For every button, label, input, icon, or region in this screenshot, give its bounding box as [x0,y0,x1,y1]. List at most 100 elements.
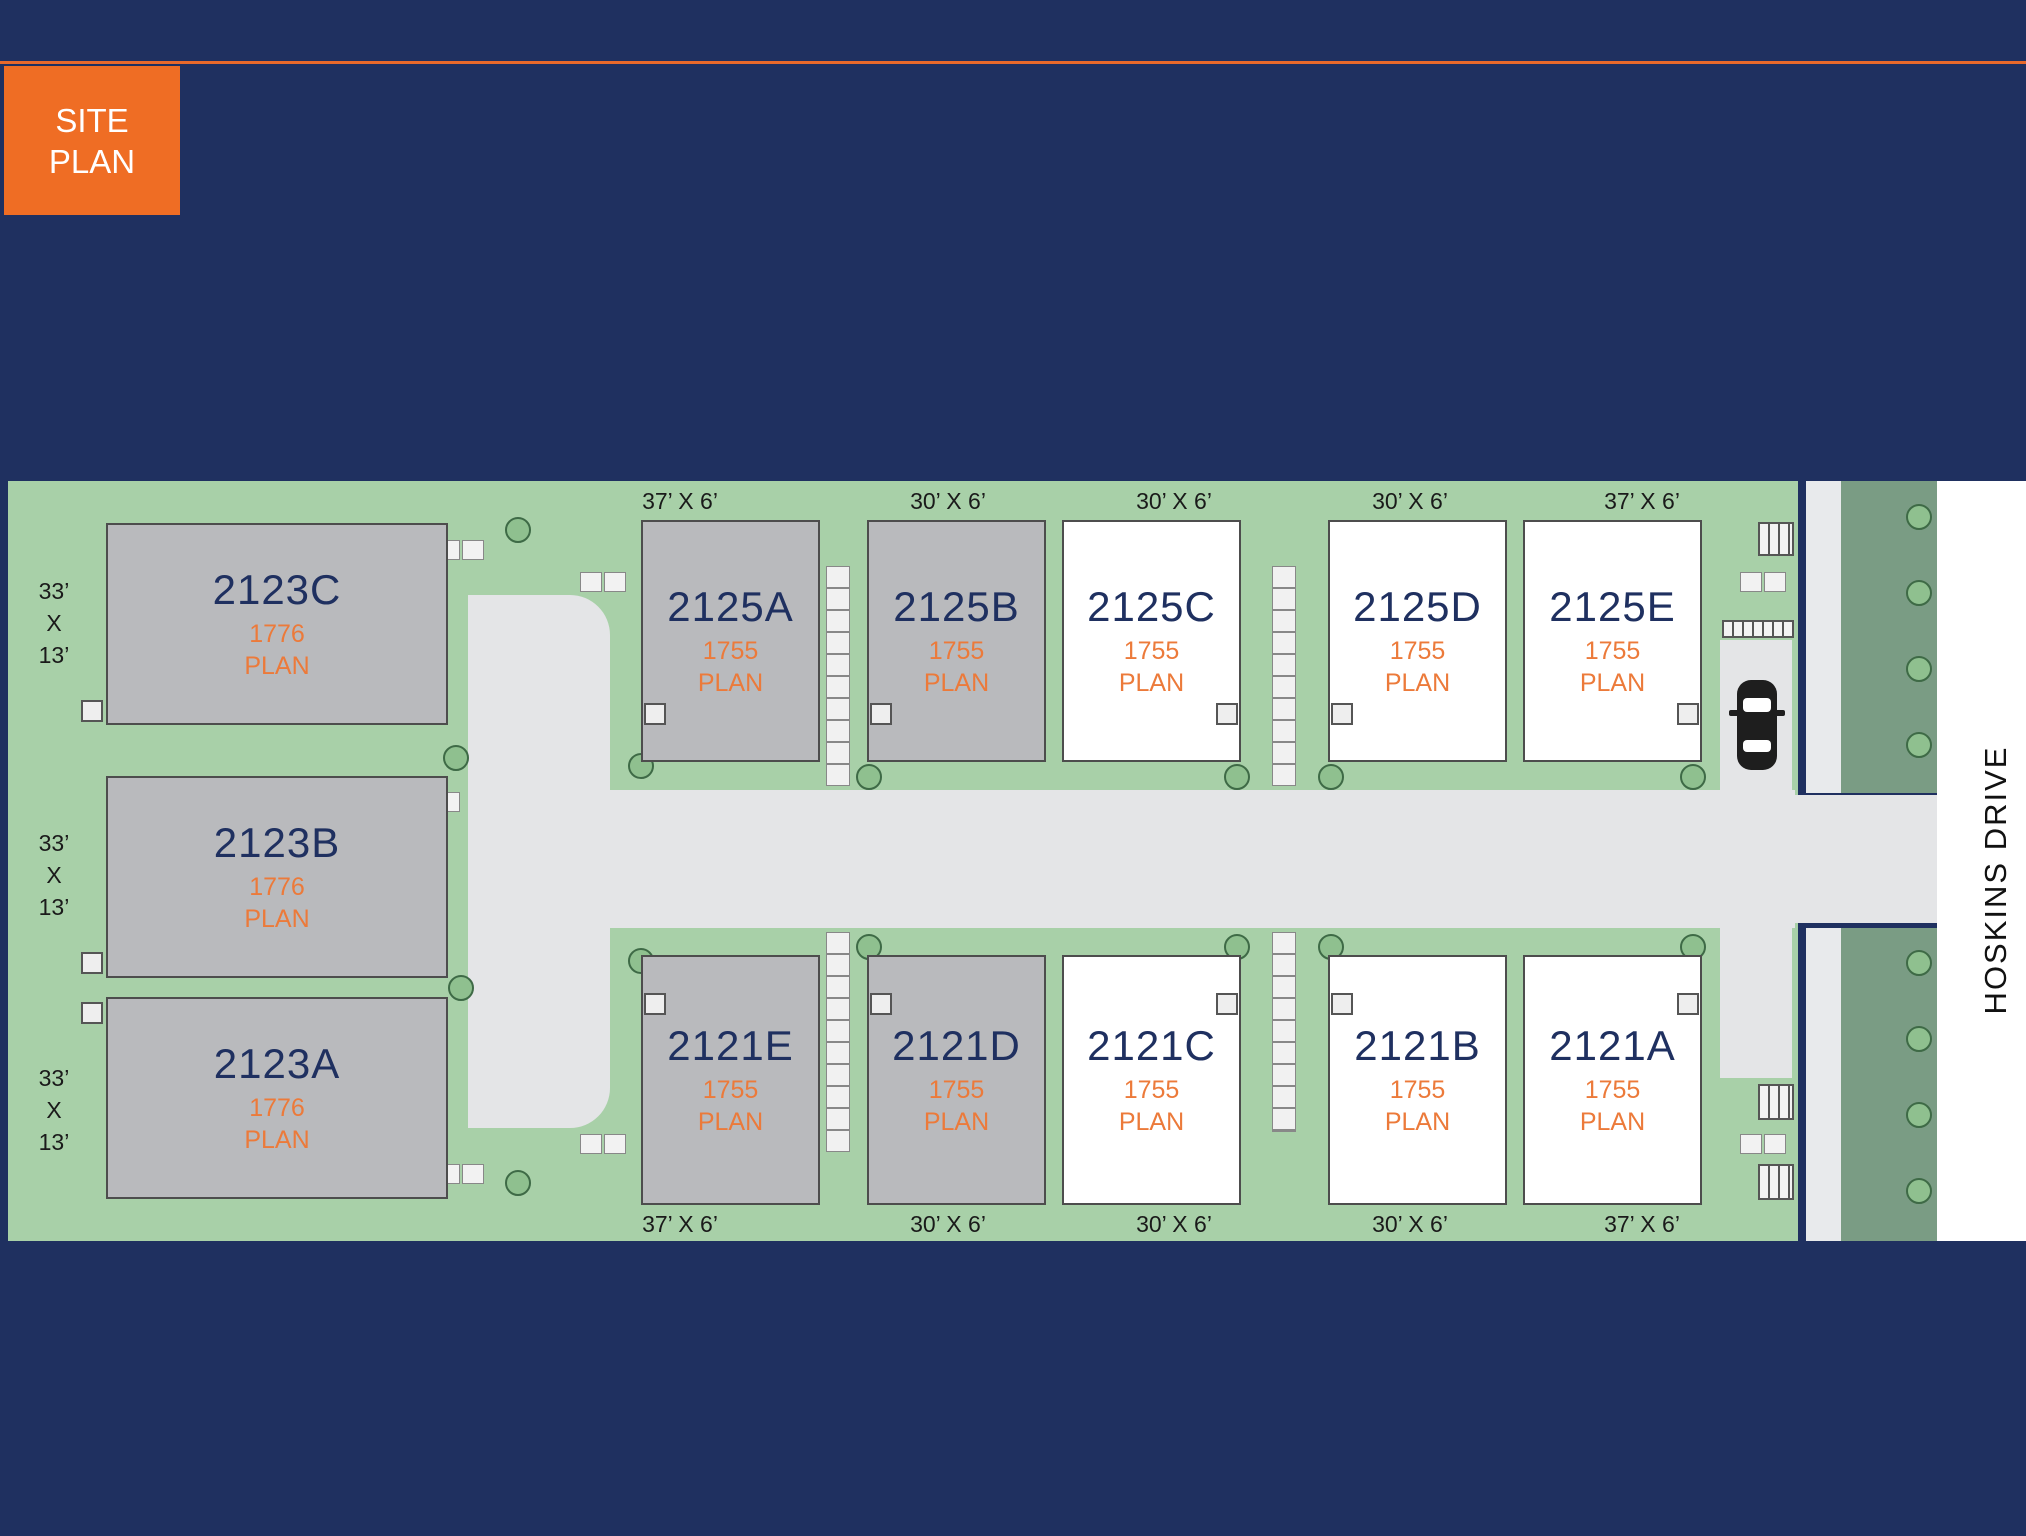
plan-number: 1776 [249,873,305,901]
plan-label: PLAN [1118,1108,1185,1136]
dim-line: X [46,610,62,636]
tree-icon [1906,1102,1932,1128]
plan-label: PLAN [697,669,764,697]
unit-number: 2121A [1549,1022,1676,1069]
ac-unit-icon [81,700,103,722]
unit-2123B[interactable]: 2123B 1776 PLAN [106,776,448,978]
tree-icon [1906,580,1932,606]
ac-unit-icon [1331,703,1353,725]
tree-icon [505,1170,531,1196]
tree-icon [1318,934,1344,960]
plan-label: PLAN [923,669,990,697]
plan-label: PLAN [1579,1108,1646,1136]
unit-2121E[interactable]: 2121E 1755 PLAN [641,955,820,1205]
badge-line-1: SITE [55,101,129,139]
unit-2121C[interactable]: 2121C 1755 PLAN [1062,955,1241,1205]
unit-number: 2121C [1087,1022,1216,1069]
unit-2125A[interactable]: 2125A 1755 PLAN [641,520,820,762]
plan-label: PLAN [697,1108,764,1136]
walkway-pads [826,566,850,786]
plan-label: PLAN [244,652,310,680]
unit-number: 2123C [212,566,342,613]
step-pad [1740,572,1762,592]
plan-number: 1755 [702,637,759,665]
plan-label: PLAN [1384,1108,1451,1136]
plan-label: PLAN [1118,669,1185,697]
patio-dimension: 30’ X 6’ [1136,1211,1212,1237]
ac-unit-icon [1216,993,1238,1015]
unit-2125D[interactable]: 2125D 1755 PLAN [1328,520,1507,762]
ac-unit-icon [81,1002,103,1024]
plan-label: PLAN [244,905,310,933]
unit-number: 2125D [1353,583,1482,630]
tree-icon [1906,732,1932,758]
mailbox-icon [1758,1164,1794,1200]
dim-line: 13’ [38,894,70,920]
plan-label: PLAN [1384,669,1451,697]
patio-dimension: 30’ X 6’ [1372,1211,1448,1237]
dim-line: 13’ [38,642,70,668]
patio-dimension: 37’ X 6’ [1604,488,1680,514]
tree-icon [443,745,469,771]
tree-icon [1224,764,1250,790]
step-pad [604,572,626,592]
unit-2125E[interactable]: 2125E 1755 PLAN [1523,520,1702,762]
car-icon [1729,680,1785,770]
ac-unit-icon [644,993,666,1015]
plan-number: 1776 [249,620,305,648]
tree-icon [448,975,474,1001]
unit-2121B[interactable]: 2121B 1755 PLAN [1328,955,1507,1205]
unit-2123A[interactable]: 2123A 1776 PLAN [106,997,448,1199]
step-pad [1764,572,1786,592]
ac-unit-icon [1331,993,1353,1015]
mailbox-icon [1758,1084,1794,1120]
ac-unit-icon [1216,703,1238,725]
sidewalk [1806,928,1841,1241]
patio-dimension: 30’ X 6’ [910,1211,986,1237]
plan-label: PLAN [923,1108,990,1136]
ac-unit-icon [81,952,103,974]
dim-line: 33’ [38,578,70,604]
mailbox-icon [1758,522,1794,556]
dim-line: 33’ [38,830,70,856]
patio-dimension: 33’ X 13’ [24,1062,84,1158]
plan-number: 1776 [249,1094,305,1122]
step-pad [1764,1134,1786,1154]
ac-unit-icon [1677,993,1699,1015]
step-pad [604,1134,626,1154]
plan-number: 1755 [1584,637,1641,665]
unit-2125C[interactable]: 2125C 1755 PLAN [1062,520,1241,762]
badge-line-2: PLAN [48,142,136,180]
unit-number: 2125B [893,583,1020,630]
patio-dimension: 30’ X 6’ [910,488,986,514]
site-plan-badge: SITE PLAN [4,66,180,215]
walkway-pads [1272,932,1296,1132]
unit-2121D[interactable]: 2121D 1755 PLAN [867,955,1046,1205]
unit-number: 2123A [213,1040,341,1087]
tree-icon [1906,1026,1932,1052]
ac-unit-icon [870,993,892,1015]
unit-number: 2121B [1354,1022,1481,1069]
patio-dimension: 37’ X 6’ [642,1211,718,1237]
court-road [468,595,610,1128]
unit-number: 2125E [1549,583,1676,630]
unit-2125B[interactable]: 2125B 1755 PLAN [867,520,1046,762]
plan-label: PLAN [244,1126,310,1154]
plan-number: 1755 [1389,1076,1446,1104]
tree-icon [1906,656,1932,682]
street [1937,481,2026,1241]
header-rule [0,61,2026,64]
patio-dimension: 37’ X 6’ [1604,1211,1680,1237]
unit-number: 2125C [1087,583,1216,630]
plan-number: 1755 [1389,637,1446,665]
tree-icon [505,517,531,543]
plan-number: 1755 [928,637,985,665]
walkway-pads [1272,566,1296,786]
unit-2123C[interactable]: 2123C 1776 PLAN [106,523,448,725]
unit-2121A[interactable]: 2121A 1755 PLAN [1523,955,1702,1205]
dim-line: 13’ [38,1129,70,1155]
ac-unit-icon [870,703,892,725]
dim-line: X [46,1097,62,1123]
plan-number: 1755 [702,1076,759,1104]
dim-line: 33’ [38,1065,70,1091]
